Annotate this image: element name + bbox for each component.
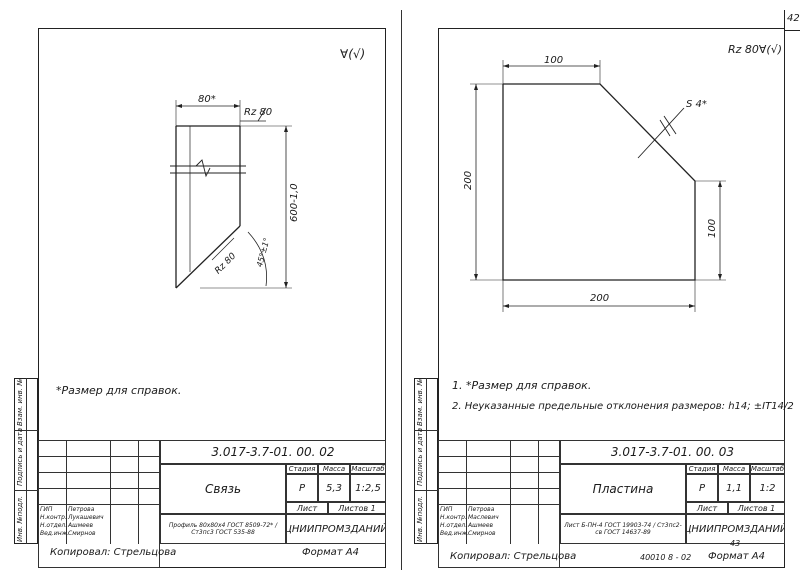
right-copied-by: Копировал: Стрельцова [450, 551, 577, 562]
tb-role: ГИП [40, 506, 53, 513]
left-stamp-divider [26, 378, 27, 544]
left-dim-width: 80* [198, 94, 216, 105]
left-drawing-frame [38, 28, 386, 568]
left-material: Профиль 80х80х4 ГОСТ 8509-72* / Ст3пс3 Г… [160, 514, 286, 544]
tb-person: Ашмеев [468, 522, 494, 529]
tb-line [66, 440, 67, 544]
left-stamp-divider [14, 490, 38, 491]
left-roughness-symbol: ∀(√) [340, 47, 366, 61]
left-sheets-label: Листов 1 [328, 502, 386, 514]
tb-role: Н.отдел. [440, 522, 468, 529]
tb-line [538, 440, 539, 544]
right-stage: Р [686, 474, 718, 502]
tb-line [438, 456, 560, 457]
right-sheet-label: Лист [686, 502, 728, 514]
tb-line [438, 472, 560, 473]
left-stage-header: Стадия [286, 464, 318, 474]
right-stamp-vzam: Взам. инв. № [416, 378, 424, 426]
right-note-2: 2. Неуказанные предельные отклонения раз… [452, 401, 794, 412]
tb-line [438, 504, 560, 505]
right-stage-header: Стадия [686, 464, 718, 474]
tb-person: Смирнов [68, 530, 96, 537]
left-note: *Размер для справок. [56, 384, 182, 397]
tb-line [510, 440, 511, 544]
left-organization: ЦНИИПРОМЗДАНИЙ [286, 514, 386, 544]
left-mass-header: Масса [318, 464, 350, 474]
left-copied-by: Копировал: Стрельцова [50, 547, 177, 558]
left-sheet-label: Лист [286, 502, 328, 514]
page-number-box [784, 10, 800, 31]
tb-role: Вед.инж. [440, 530, 469, 537]
tb-role: Вед.инж. [40, 530, 69, 537]
tb-person: Петрова [468, 506, 495, 513]
tb-line [110, 440, 111, 544]
right-order-number: 40010 8 - 02 [640, 553, 692, 562]
right-stamp-divider [414, 430, 438, 431]
right-drawing-frame [438, 28, 785, 568]
left-stage: Р [286, 474, 318, 502]
left-stamp-divider [14, 430, 38, 431]
right-dim-left: 200 [463, 170, 474, 190]
center-divider [401, 10, 403, 570]
left-designation: 3.017-3.7-01. 00. 02 [160, 440, 386, 464]
right-scale: 1:2 [750, 474, 785, 502]
tb-person: Маслевич [468, 514, 499, 521]
left-part-name: Связь [160, 464, 286, 514]
right-stamp-sign: Подпись и дата [416, 428, 424, 486]
right-dim-thickness: S 4* [686, 99, 707, 110]
page-number: 42 [787, 13, 800, 24]
left-scale-header: Масштаб [350, 464, 386, 474]
tb-role: ГИП [440, 506, 453, 513]
right-dim-bottom: 200 [590, 293, 610, 304]
tb-line [38, 472, 160, 473]
tb-person: Смирнов [468, 530, 496, 537]
right-mass-header: Масса [718, 464, 750, 474]
right-stamp-divider [414, 490, 438, 491]
tb-line [138, 440, 139, 544]
tb-role: Н.контр. [40, 514, 67, 521]
right-designation: 3.017-3.7-01. 00. 03 [560, 440, 785, 464]
right-format: Формат А4 [708, 551, 765, 562]
right-part-name: Пластина [560, 464, 686, 514]
tb-line [38, 504, 160, 505]
right-stamp-divider [426, 378, 427, 544]
tb-role: Н.отдел. [40, 522, 68, 529]
right-material: Лист Б-ПН-4 ГОСТ 19903-74 / Ст3пс2-св ГО… [560, 514, 686, 544]
right-scale-header: Масштаб [750, 464, 785, 474]
right-dim-top: 100 [544, 55, 564, 66]
tb-person: Ашмеев [68, 522, 94, 529]
right-roughness-symbol: Rz 80∀(√) [728, 43, 783, 56]
tb-line [38, 456, 160, 457]
left-scale: 1:2,5 [350, 474, 386, 502]
right-stamp-inv: Инв. №подл. [416, 495, 424, 542]
left-mass: 5,3 [318, 474, 350, 502]
tb-line [438, 488, 560, 489]
right-dim-right: 100 [707, 218, 718, 238]
tb-person: Петрова [68, 506, 95, 513]
right-note-1: 1. *Размер для справок. [452, 379, 592, 392]
left-dim-rz: Rz 80 [244, 107, 273, 118]
right-sheets-label: Листов 1 [728, 502, 785, 514]
right-organization: ЦНИИПРОМЗДАНИЙ [686, 514, 785, 544]
tb-line [466, 440, 467, 544]
right-sheet-number: 43 [730, 539, 741, 548]
tb-role: Н.контр. [440, 514, 467, 521]
right-mass: 1,1 [718, 474, 750, 502]
tb-line [38, 488, 160, 489]
left-format: Формат А4 [302, 547, 359, 558]
tb-person: Лукашевич [68, 514, 104, 521]
